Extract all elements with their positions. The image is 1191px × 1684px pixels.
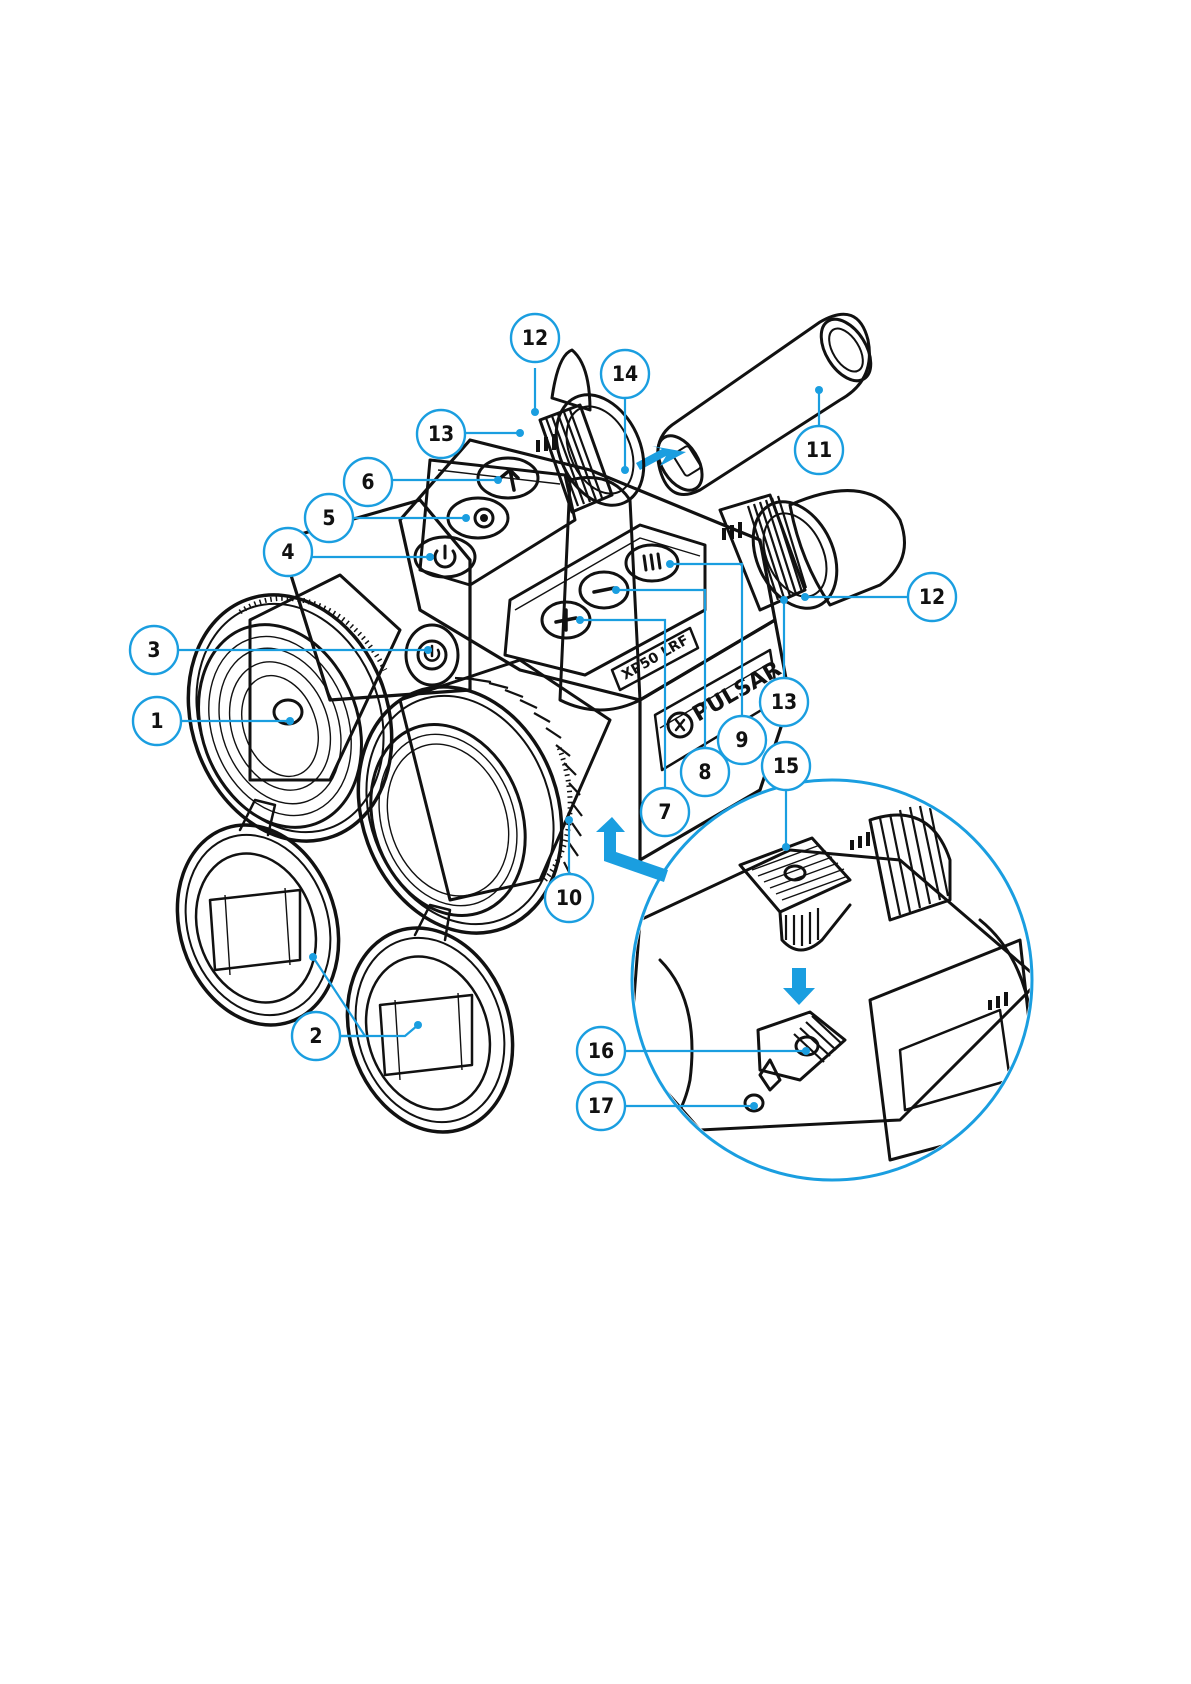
svg-text:10: 10	[556, 886, 582, 910]
svg-text:6: 6	[361, 470, 374, 494]
svg-text:3: 3	[147, 638, 160, 662]
callout-4: 4	[264, 528, 312, 576]
callout-12-right: 12	[908, 573, 956, 621]
svg-text:9: 9	[735, 728, 748, 752]
right-eyepiece	[720, 488, 905, 622]
svg-text:12: 12	[522, 326, 548, 350]
callout-14: 14	[601, 350, 649, 398]
callout-12-top: 12	[511, 314, 559, 362]
svg-text:7: 7	[658, 800, 671, 824]
callout-9: 9	[718, 716, 766, 764]
callout-15: 15	[762, 742, 810, 790]
callout-13-top: 13	[417, 410, 465, 458]
callout-2: 2	[292, 1012, 340, 1060]
callout-5: 5	[305, 494, 353, 542]
svg-text:11: 11	[806, 438, 832, 462]
svg-text:17: 17	[588, 1094, 614, 1118]
svg-text:13: 13	[428, 422, 454, 446]
battery-pack	[649, 311, 881, 498]
callout-6: 6	[344, 458, 392, 506]
svg-text:13: 13	[771, 690, 797, 714]
power-icon	[435, 546, 455, 567]
callout-17: 17	[577, 1082, 625, 1130]
svg-text:2: 2	[309, 1024, 322, 1048]
callout-3: 3	[130, 626, 178, 674]
svg-text:4: 4	[281, 540, 294, 564]
svg-text:14: 14	[612, 362, 638, 386]
plus-icon	[556, 610, 576, 630]
svg-text:5: 5	[322, 506, 335, 530]
callout-10: 10	[545, 874, 593, 922]
svg-text:12: 12	[919, 585, 945, 609]
callout-8: 8	[681, 748, 729, 796]
svg-text:8: 8	[698, 760, 711, 784]
tripod-inset	[630, 780, 1040, 1180]
menu-icon	[644, 554, 660, 570]
svg-text:1: 1	[150, 709, 163, 733]
callout-16: 16	[577, 1027, 625, 1075]
callout-11: 11	[795, 426, 843, 474]
callout-7: 7	[641, 788, 689, 836]
svg-text:15: 15	[773, 754, 799, 778]
svg-text:16: 16	[588, 1039, 614, 1063]
rangefinder-button[interactable]	[406, 625, 458, 685]
minus-icon	[594, 588, 614, 592]
callout-13-right: 13	[760, 678, 808, 726]
callout-1: 1	[133, 697, 181, 745]
lens-cover-right	[322, 905, 538, 1154]
